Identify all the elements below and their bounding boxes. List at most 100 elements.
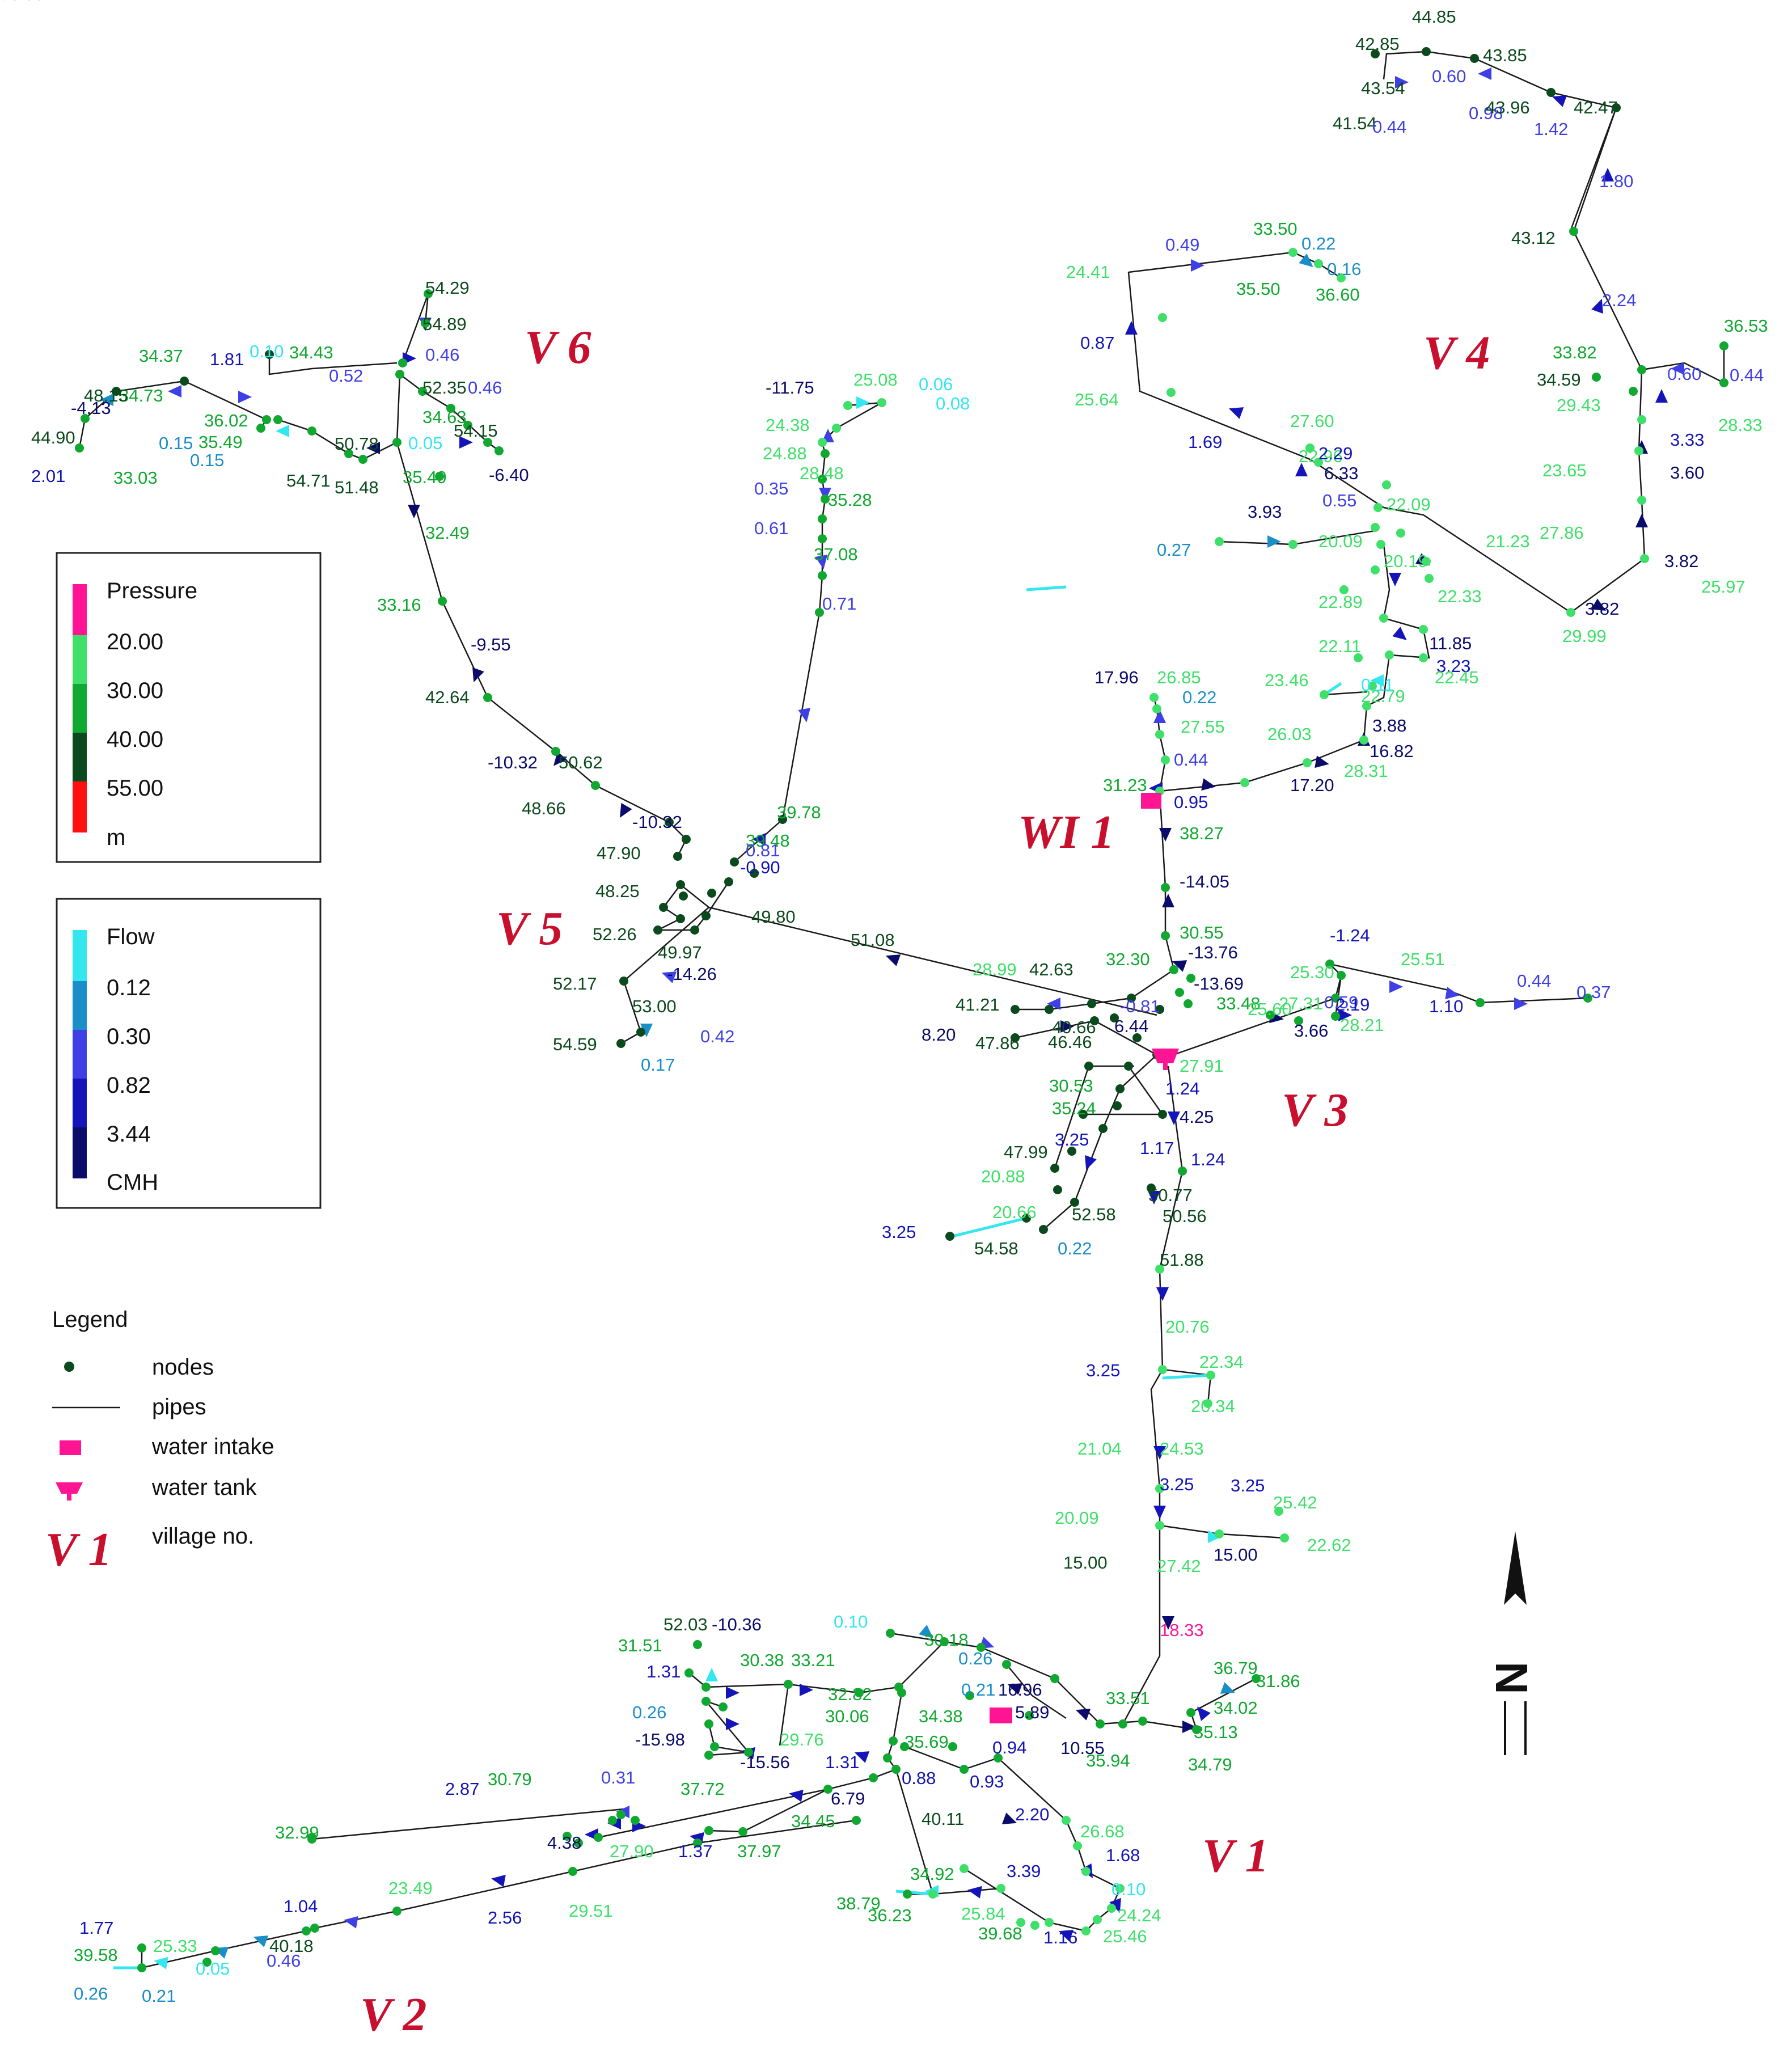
flow-arrow-icon — [1338, 1009, 1352, 1021]
flow-level-4: 3.44 — [107, 1122, 151, 1147]
pressure-value-label: 34.45 — [791, 1811, 835, 1831]
network-node — [307, 1835, 316, 1844]
network-node — [1087, 999, 1096, 1008]
flow-level-1: 0.12 — [107, 975, 151, 1000]
water-intake-icon — [990, 1708, 1012, 1723]
flow-value-label: 1.77 — [79, 1918, 113, 1938]
network-node — [684, 1668, 694, 1677]
flow-arrow-icon — [1445, 987, 1460, 1000]
network-node — [1288, 248, 1297, 257]
flow-value-label: 0.10 — [0, 0, 34, 4]
network-node — [1161, 931, 1170, 940]
pressure-value-label: 15.00 — [1063, 1553, 1108, 1573]
pressure-value-label: 30.06 — [825, 1706, 869, 1726]
flow-arrow-icon — [1153, 1506, 1166, 1519]
network-node — [1719, 378, 1728, 387]
network-node — [81, 414, 90, 423]
network-node — [608, 1816, 617, 1825]
network-node — [395, 370, 404, 379]
network-node — [928, 1890, 937, 1899]
pressure-value-label: 42.47 — [1574, 98, 1618, 117]
pressure-value-label: 54.71 — [286, 471, 331, 491]
flow-value-label: 0.52 — [329, 366, 363, 386]
pressure-value-label: 22.96 — [1299, 446, 1343, 466]
network-node — [673, 852, 682, 861]
network-node — [877, 398, 886, 407]
pressure-value-label: 38.79 — [836, 1894, 881, 1913]
pressure-value-label: 27.60 — [1290, 411, 1334, 431]
pressure-value-label: 29.99 — [1562, 626, 1607, 646]
flow-arrow-icon — [1655, 389, 1668, 403]
pressure-value-label: 25.42 — [1273, 1493, 1317, 1512]
flow-arrow-icon — [1201, 778, 1216, 791]
network-node — [616, 1810, 625, 1819]
network-node — [398, 358, 407, 367]
network-node — [1612, 103, 1621, 112]
network-node — [1470, 54, 1479, 63]
pressure-value-label: 29.43 — [1557, 395, 1601, 415]
village-label-v2: V 2 — [360, 1988, 427, 2041]
pressure-legend-title: Pressure — [107, 578, 197, 603]
pipe-segment — [1641, 346, 1725, 384]
flow-value-label: 2.87 — [445, 1779, 479, 1799]
flow-arrow-icon — [1601, 168, 1614, 181]
pressure-value-label: 35.69 — [905, 1732, 949, 1752]
flow-arrows-layer — [100, 67, 1684, 1970]
pressure-value-label: 42.85 — [1355, 34, 1400, 54]
pressure-value-label: 36.79 — [1214, 1658, 1258, 1678]
flow-arrow-icon — [1591, 598, 1607, 611]
flow-value-label: 3.23 — [1436, 656, 1470, 676]
network-node — [1184, 999, 1193, 1008]
pressure-swatch-lt20 — [73, 584, 87, 635]
pressure-value-label: 28.99 — [973, 960, 1017, 979]
pressure-value-label: 22.09 — [1387, 495, 1431, 514]
network-node — [1569, 227, 1578, 236]
flow-value-label: 0.26 — [632, 1702, 666, 1722]
symbol-legend: Legend nodes pipes water intake water ta… — [45, 1307, 274, 1576]
network-node — [1294, 1016, 1303, 1025]
pressure-value-label: 34.37 — [139, 346, 183, 366]
flow-value-label: 0.71 — [822, 594, 856, 614]
pressure-value-label: 34.79 — [1188, 1755, 1232, 1774]
flow-arrow-icon — [1058, 1930, 1074, 1942]
flow-unit: CMH — [107, 1170, 158, 1195]
network-node — [1215, 1529, 1224, 1539]
pressure-value-label: 47.90 — [597, 843, 641, 863]
pipe-segment — [1573, 107, 1643, 370]
water-tank-legend-icon — [56, 1482, 83, 1501]
network-node — [701, 1697, 711, 1706]
network-node — [710, 1742, 719, 1751]
network-node — [483, 438, 492, 447]
pressure-value-label: 22.34 — [1199, 1352, 1244, 1372]
network-node — [818, 475, 827, 484]
network-node — [418, 387, 427, 396]
flow-arrow-icon — [253, 1935, 269, 1947]
north-arrow: N — [1486, 1531, 1537, 1755]
pressure-value-label: 29.76 — [780, 1730, 824, 1749]
network-node — [1337, 971, 1346, 980]
flow-arrow-icon — [1315, 755, 1329, 768]
network-node — [1175, 988, 1184, 997]
pressure-value-label: 34.63 — [422, 407, 467, 427]
flow-value-label: 0.49 — [1165, 235, 1199, 255]
flow-arrow-icon — [1109, 1897, 1121, 1913]
network-node — [594, 1833, 603, 1842]
network-node — [1314, 458, 1323, 467]
pressure-value-label: 33.48 — [1216, 994, 1261, 1013]
network-node — [1719, 341, 1728, 350]
flow-arrow-icon — [1007, 1683, 1023, 1695]
flow-arrow-icon — [238, 391, 252, 403]
flow-value-label: 0.06 — [919, 374, 953, 394]
flow-value-label: 0.44 — [1174, 750, 1208, 770]
network-node — [869, 1773, 878, 1782]
pressure-value-label: 34.92 — [910, 1864, 954, 1884]
flow-value-label: 4.38 — [547, 1833, 581, 1853]
network-node — [1158, 1110, 1167, 1119]
flow-arrow-icon — [1162, 894, 1174, 907]
network-node — [180, 377, 189, 386]
flow-value-label: 0.26 — [74, 1984, 108, 2004]
network-node — [1025, 1711, 1034, 1720]
flow-arrow-icon — [1635, 514, 1648, 527]
flow-value-label: 0.10 — [250, 341, 284, 361]
network-node — [1096, 1719, 1105, 1728]
